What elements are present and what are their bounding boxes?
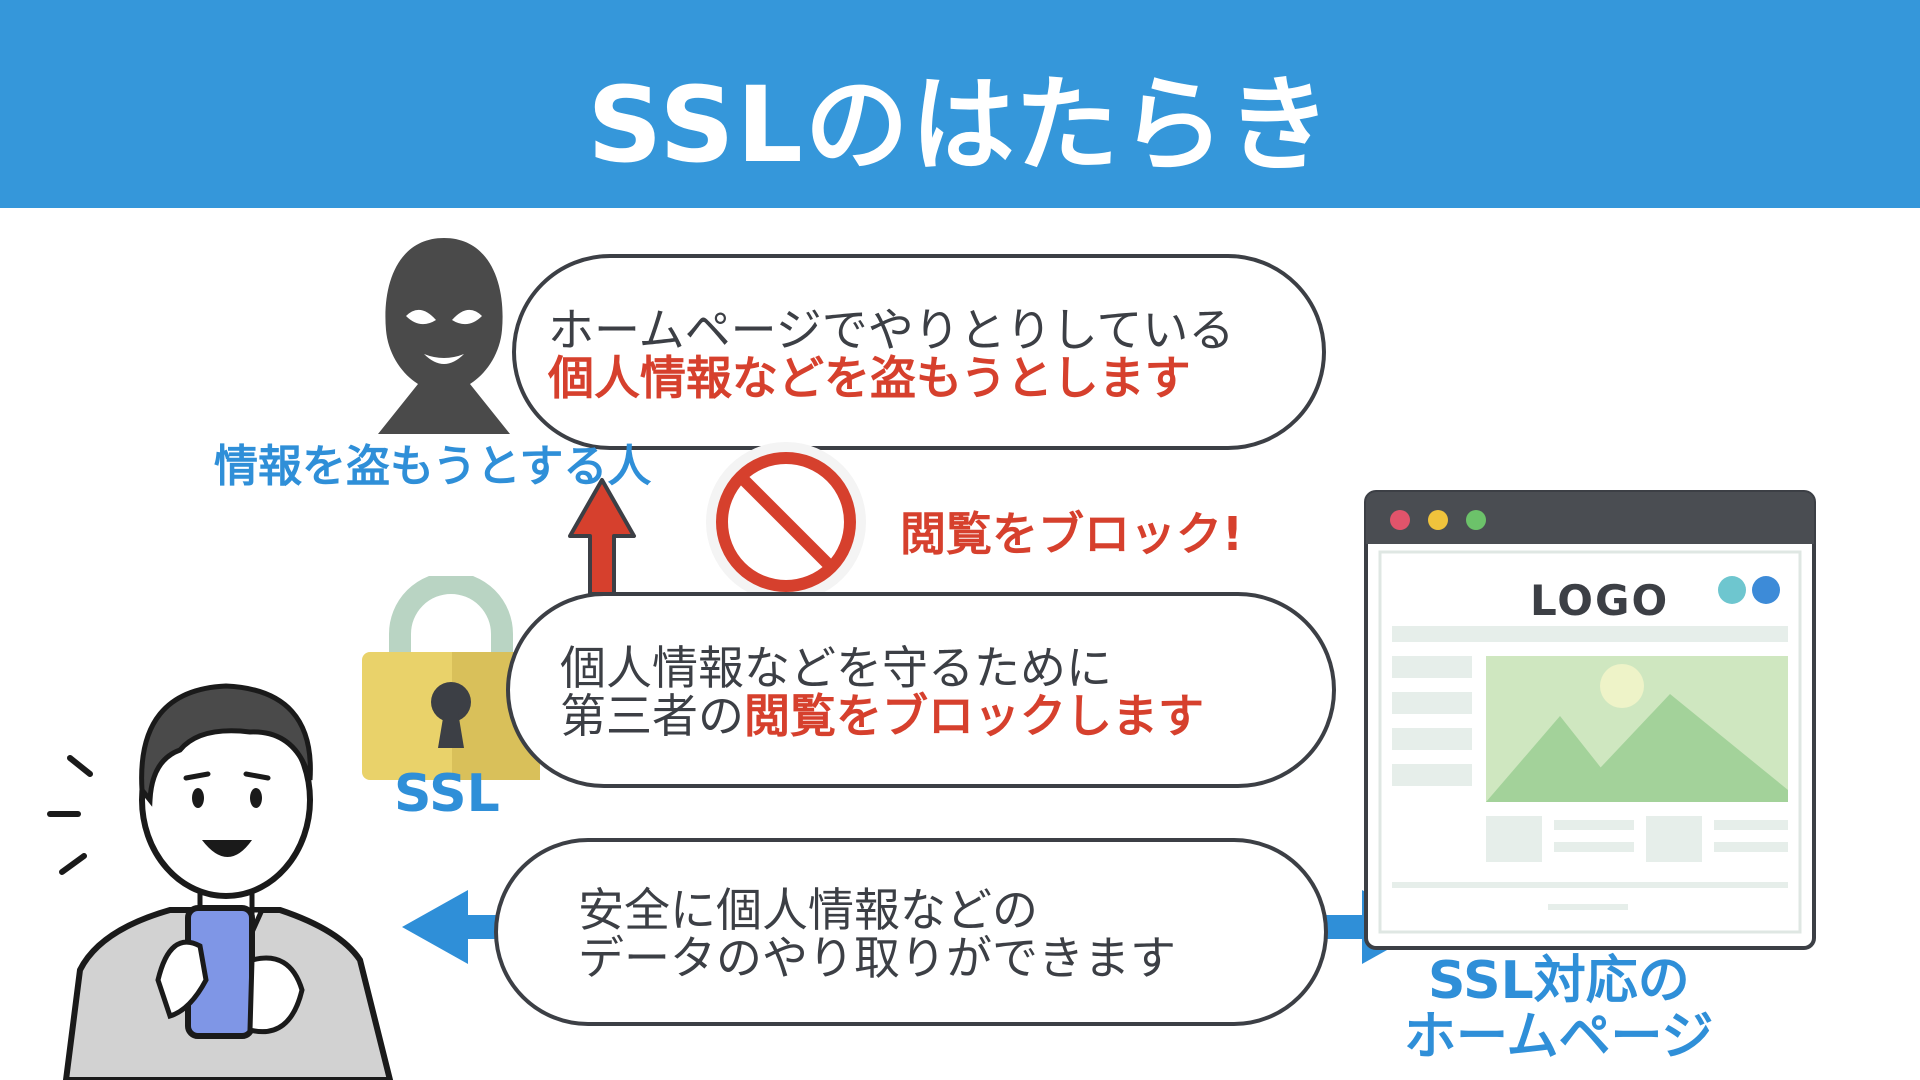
ssl-bubble-line-2: 第三者の閲覧をブロックします [560, 692, 1204, 740]
user-with-phone-icon [47, 683, 394, 1080]
ssl-label: SSL [394, 764, 500, 824]
ssl-bubble-line-1: 個人情報などを守るために [560, 641, 1112, 695]
header-bar: SSLのはたらき [0, 0, 1920, 208]
website-logo: LOGO [1530, 576, 1670, 625]
block-label: 閲覧をブロック! [900, 507, 1243, 561]
ssl-bubble-line-2-red: 閲覧をブロックします [744, 689, 1204, 743]
exchange-speech-bubble [494, 838, 1328, 1026]
exchange-bubble-line-1: 安全に個人情報などの [578, 883, 1038, 937]
website-label-line-1: SSL対応の [1428, 951, 1690, 1011]
thief-bubble-line-2: 個人情報などを盗もうとします [548, 351, 1191, 405]
ssl-bubble-line-2-plain: 第三者の [560, 689, 744, 743]
thief-icon [378, 238, 510, 434]
prohibited-icon [706, 442, 866, 602]
thief-speech-bubble [512, 254, 1326, 450]
up-arrow-icon [568, 478, 636, 596]
browser-window-icon [1364, 490, 1816, 950]
website-label-line-2: ホームページ [1404, 1007, 1714, 1067]
ssl-speech-bubble [506, 592, 1336, 788]
exchange-bubble-line-2: データのやり取りができます [578, 931, 1176, 985]
thief-bubble-line-1: ホームページでやりとりしている [548, 303, 1235, 357]
thief-label: 情報を盗もうとする人 [214, 441, 652, 492]
page-title: SSLのはたらき [587, 64, 1333, 186]
